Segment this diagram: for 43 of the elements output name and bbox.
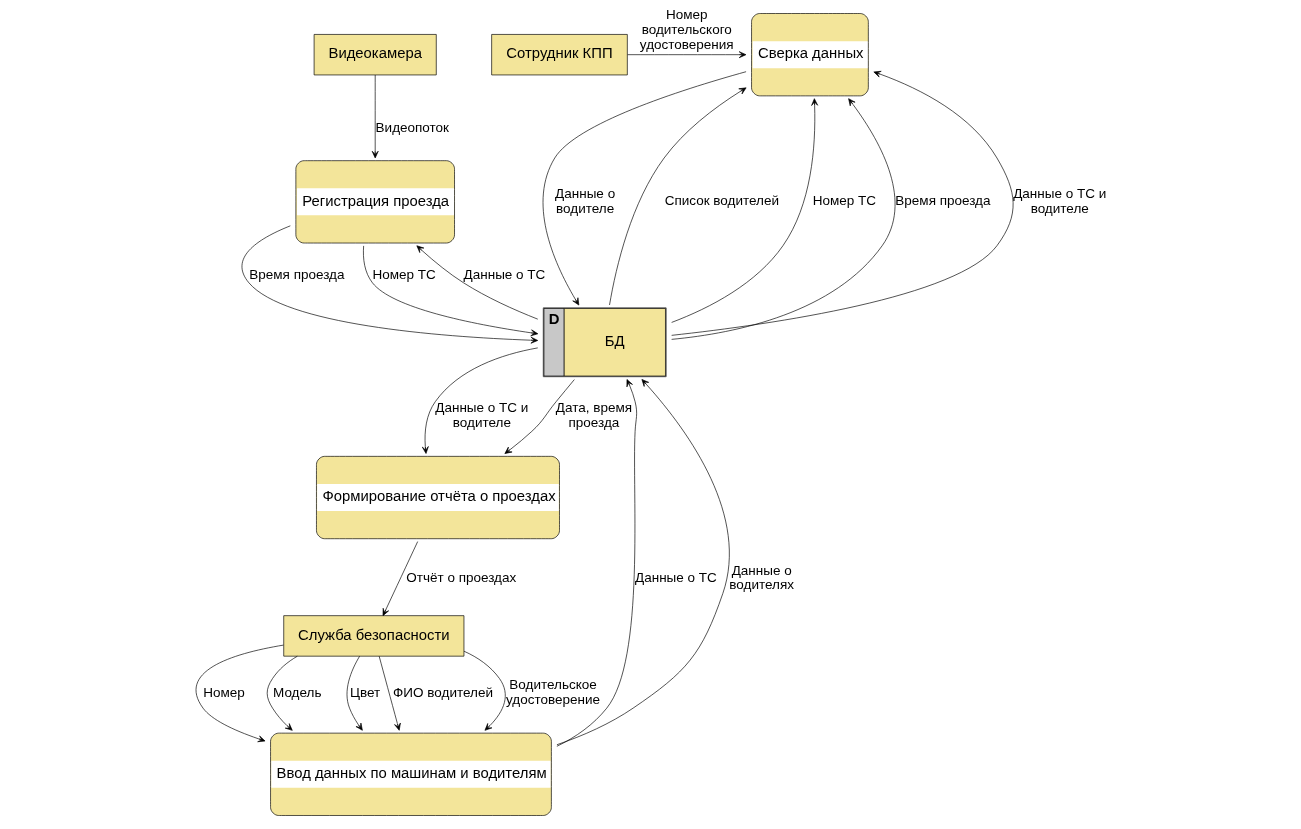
arrow [504,379,575,454]
arrow [266,655,298,731]
edge-label: Данные о водителях [728,562,794,593]
edge-label: Цвет [349,684,380,700]
node-box: Видеокамера [313,34,437,76]
edge-label: Видеопоток [375,119,449,135]
edge-label: Данные о ТС и водителе [1012,185,1106,216]
edge-label: Дата, время проезда [555,400,632,431]
edge-label: Список водителей [664,193,779,209]
edge-label: Данные о ТС [463,266,545,282]
arrow [241,225,538,344]
arrow [670,98,895,340]
arrow [670,70,1013,336]
arrow [382,541,418,616]
edge-label: Отчёт о проездах [405,569,516,585]
arrow [626,51,746,59]
edge-label: Данные о ТС [634,569,717,585]
arrow [556,379,730,746]
edge-label: Номер ТС [372,266,436,282]
edge-label: Данные о водителе [554,185,615,216]
edge-label: ФИО водителей [392,684,493,700]
edge-label: Водительское удостоверение [505,677,600,708]
edge-label: Модель [272,684,321,700]
node-box: Служба безопасности [282,615,464,657]
arrow [463,650,506,731]
arrow [378,655,401,731]
arrow [371,74,379,159]
edge-label: Время проезда [248,266,344,282]
edge-label: Номер [202,684,245,700]
arrow [416,245,538,320]
arrow [362,245,538,337]
arrow [421,347,538,454]
arrow [542,71,746,306]
arrow [556,379,637,747]
edge-label: Данные о ТС и водителе [434,400,528,431]
edge-label: Номер ТС [812,193,876,209]
arrow [670,98,818,323]
node-box: Сотрудник КПП [490,34,628,76]
arrow [346,655,363,731]
edge-label: Время проезда [894,193,991,209]
arrow [195,644,284,743]
arrow [608,87,746,306]
edge-label: Номер водительского удостоверения [639,6,734,52]
